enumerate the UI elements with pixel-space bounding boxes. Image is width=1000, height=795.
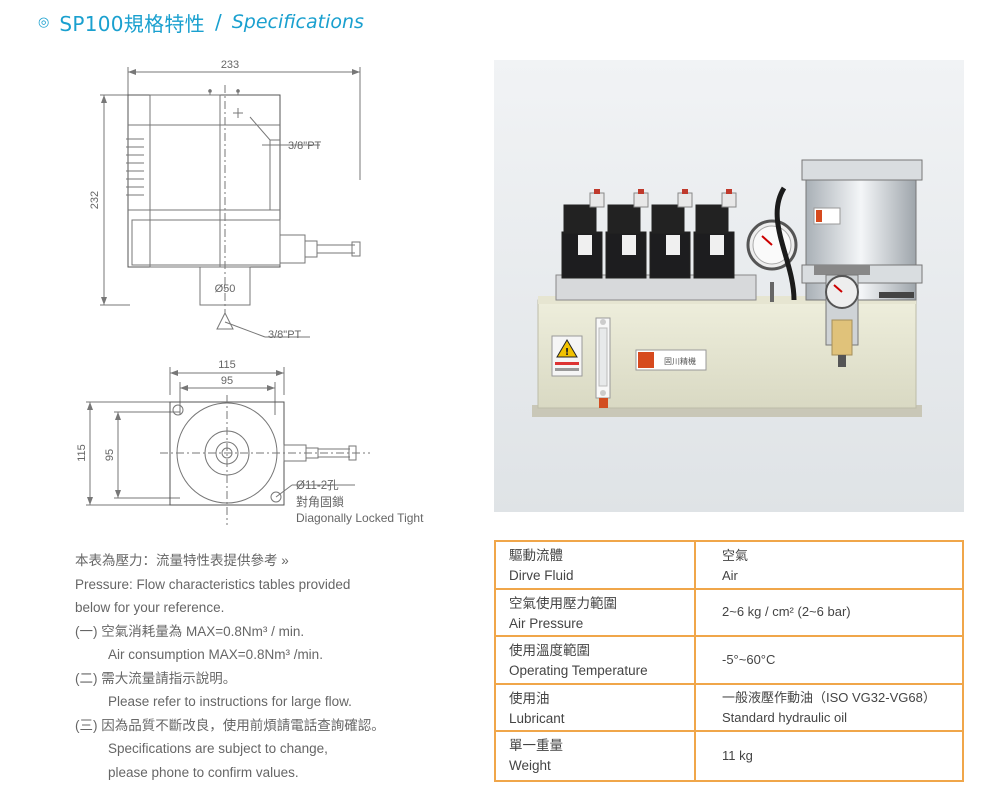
dim-233-label: 233 (221, 59, 239, 71)
note-line: please phone to confirm values. (108, 764, 299, 780)
spec-value-en: Air (722, 568, 738, 583)
upper-port-label: 3/8"PT (288, 140, 322, 152)
spec-value-cell: 11 kg (696, 732, 962, 780)
dim-115-top-label: 115 (218, 359, 236, 371)
bullet-icon: ◎ (38, 14, 50, 30)
spec-label-cn: 使用溫度範圍 (509, 643, 590, 659)
spec-label-cn: 空氣使用壓力範圍 (509, 595, 617, 611)
spec-label-cell: 驅動流體 Dirve Fluid (496, 542, 696, 588)
technical-drawing: 233 232 3/8"PT Ø50 3/8"PT 115 95 115 95 … (70, 55, 460, 530)
lower-port-label: 3/8"PT (268, 329, 302, 341)
spec-value-cell: 2~6 kg / cm² (2~6 bar) (696, 590, 962, 636)
diameter-50-label: Ø50 (215, 283, 236, 295)
spec-value-cn: 一般液壓作動油（ISO VG32-VG68） (722, 689, 936, 705)
note-line: Pressure: Flow characteristics tables pr… (75, 576, 351, 592)
spec-value: 11 kg (722, 748, 753, 764)
spec-value: -5°~60°C (722, 651, 776, 667)
spec-label-cell: 使用油 Lubricant (496, 684, 696, 731)
dim-95-left-label: 95 (104, 449, 116, 461)
note-line: 本表為壓力：流量特性表提供參考 » (75, 553, 289, 568)
note-line: (二) 需大流量請指示說明。 (75, 670, 237, 686)
notes-section: 本表為壓力：流量特性表提供參考 » Pressure: Flow charact… (75, 549, 475, 784)
dim-232-label: 232 (89, 191, 101, 209)
spec-table: 驅動流體 Dirve Fluid 空氣 Air 空氣使用壓力範圍 Air Pre… (494, 540, 964, 782)
table-row: 使用溫度範圍 Operating Temperature -5°~60°C (496, 637, 962, 685)
spec-label-cn: 使用油 (509, 690, 550, 706)
warning-icon: ! (565, 347, 570, 358)
table-row: 單一重量 Weight 11 kg (496, 732, 962, 780)
spec-label-cell: 空氣使用壓力範圍 Air Pressure (496, 589, 696, 636)
spec-label-cn: 單一重量 (509, 738, 563, 754)
spec-label-cell: 單一重量 Weight (496, 732, 696, 780)
title-chinese: SP100規格特性 (59, 11, 205, 36)
spec-value-cell: 空氣 Air (696, 542, 962, 588)
table-row: 驅動流體 Dirve Fluid 空氣 Air (496, 542, 962, 590)
table-row: 使用油 Lubricant 一般液壓作動油（ISO VG32-VG68） Sta… (496, 684, 962, 733)
note-line: below for your reference. (75, 600, 225, 615)
note-line: Please refer to instructions for large f… (108, 694, 352, 709)
dim-95-top-label: 95 (221, 375, 233, 387)
note-line: Specifications are subject to change, (108, 741, 328, 756)
spec-label-cell: 使用溫度範圍 Operating Temperature (496, 637, 696, 683)
spec-label-en: Lubricant (509, 710, 565, 726)
holes-label: Ø11-2孔 (296, 479, 339, 492)
spec-value-cell: 一般液壓作動油（ISO VG32-VG68） Standard hydrauli… (696, 685, 962, 731)
note-line: (三) 因為品質不斷改良，使用前煩請電話查詢確認。 (75, 717, 385, 733)
product-photo: ! 固川精機 (494, 60, 964, 512)
spec-label-en: Weight (509, 758, 551, 774)
spec-value-cn: 空氣 (722, 548, 749, 563)
title-separator: / (214, 10, 222, 34)
spec-label-cn: 驅動流體 (509, 548, 563, 563)
spec-label-en: Air Pressure (509, 615, 584, 631)
spec-value-en: Standard hydraulic oil (722, 709, 848, 725)
note-line: (一) 空氣消耗量為 MAX=0.8Nm³ / min. (75, 623, 305, 639)
note-line: Air consumption MAX=0.8Nm³ /min. (108, 647, 323, 662)
spec-label-en: Operating Temperature (509, 663, 648, 679)
dimension-drawing: 233 232 3/8"PT Ø50 3/8"PT 115 95 115 95 … (76, 59, 424, 525)
holes-english-label: Diagonally Locked Tight (296, 511, 424, 525)
title-english: Specifications (231, 11, 364, 33)
holes-chinese-label: 對角固鎖 (296, 494, 344, 509)
page-title: ◎ SP100規格特性 / Specifications (38, 8, 364, 36)
dim-115-left-label: 115 (76, 444, 88, 462)
spec-label-en: Dirve Fluid (509, 568, 574, 583)
spec-value: 2~6 kg / cm² (2~6 bar) (722, 604, 851, 620)
brand-label: 固川精機 (664, 356, 696, 366)
hydraulic-unit-illustration: ! 固川精機 (494, 60, 964, 512)
spec-value-cell: -5°~60°C (696, 637, 962, 683)
table-row: 空氣使用壓力範圍 Air Pressure 2~6 kg / cm² (2~6 … (496, 589, 962, 638)
